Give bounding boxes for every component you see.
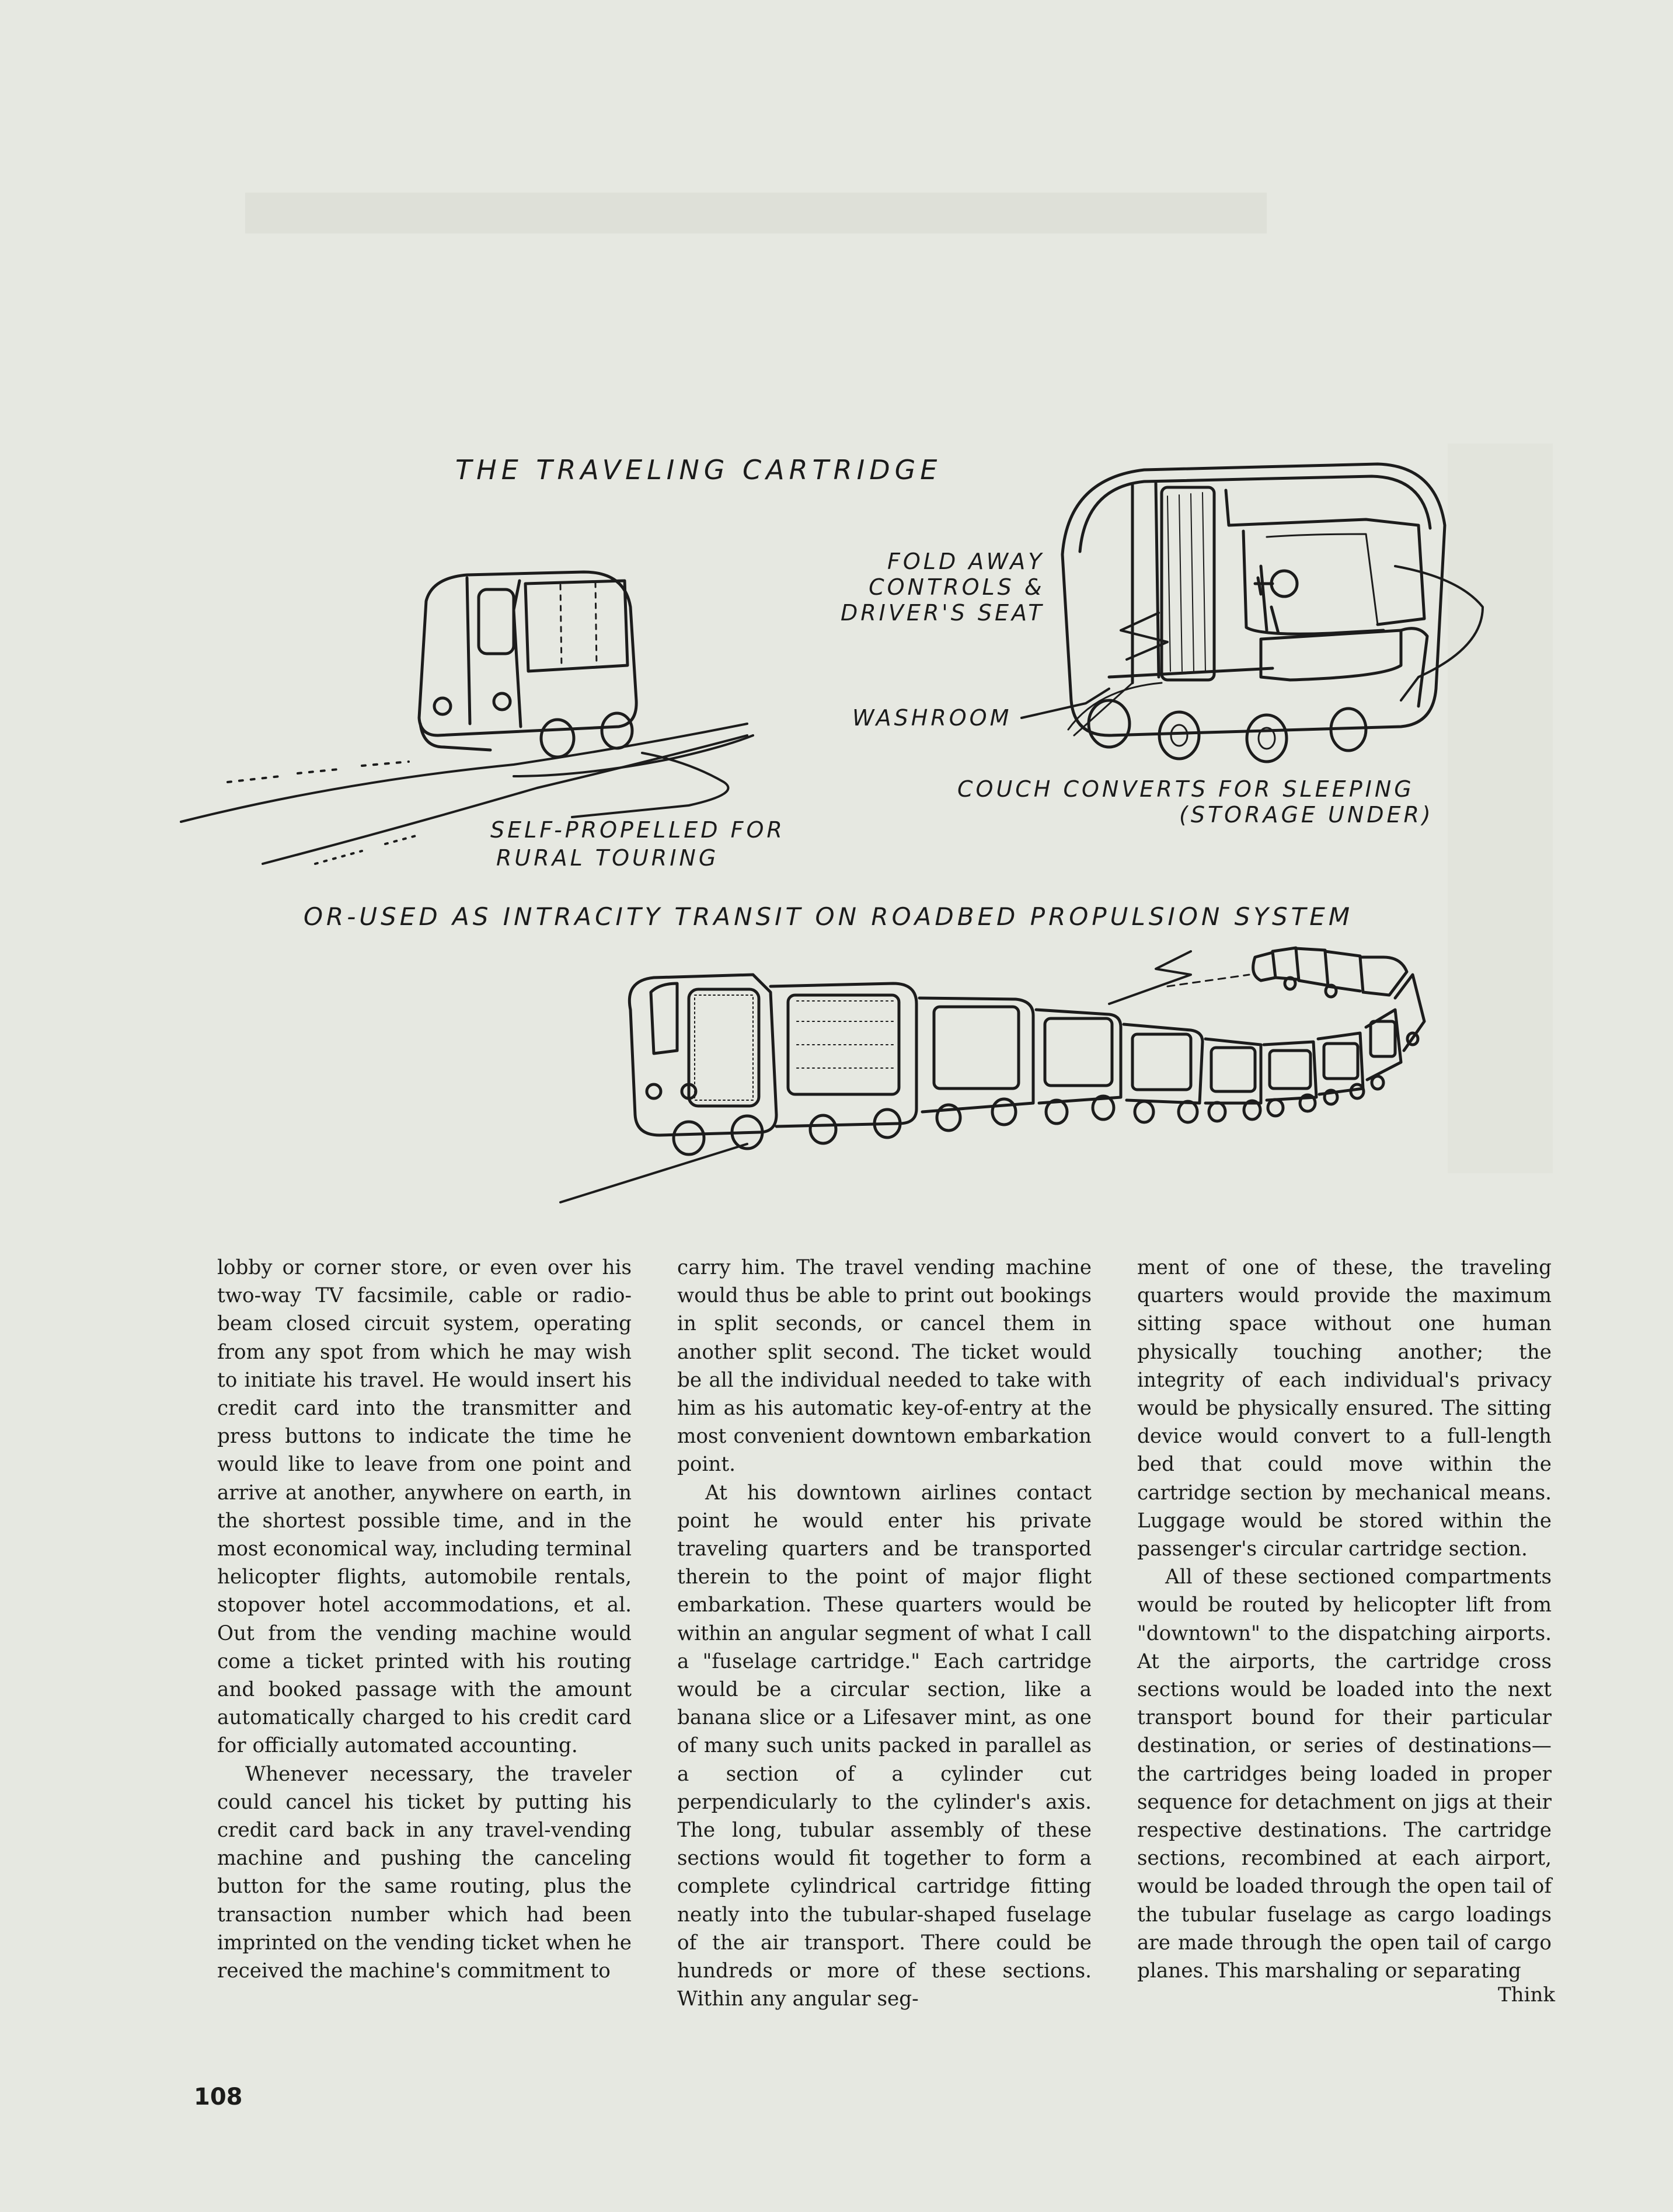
label-couch-line-1: COUCH CONVERTS FOR SLEEPING	[957, 776, 1414, 802]
page-number: 108	[194, 2084, 243, 2110]
label-self-propelled-line-2: RURAL TOURING	[496, 845, 719, 871]
label-washroom: WASHROOM	[852, 705, 1012, 731]
text-column-2: carry him. The travel vending machine wo…	[677, 1254, 1092, 2013]
illustration-title: THE TRAVELING CARTRIDGE	[455, 454, 942, 486]
text-column-3: ment of one of these, the traveling quar…	[1137, 1254, 1552, 1985]
traveling-cartridge-illustration: THE TRAVELING CARTRIDGE FOLD AWAY CONTRO…	[163, 432, 1535, 1237]
cartridge-train-drawing	[559, 946, 1426, 1203]
text-column-1: lobby or corner store, or even over his …	[217, 1254, 632, 1985]
label-intracity-transit: OR-USED AS INTRACITY TRANSIT ON ROADBED …	[304, 902, 1354, 931]
paragraph: lobby or corner store, or even over his …	[217, 1256, 632, 1758]
label-fold-away-line-3: DRIVER'S SEAT	[841, 600, 1045, 626]
label-self-propelled: SELF-PROPELLED FOR RURAL TOURING	[490, 816, 785, 872]
rural-road-drawing	[180, 723, 754, 865]
label-fold-away-line-1: FOLD AWAY	[887, 549, 1045, 574]
rural-vehicle-drawing	[417, 570, 638, 759]
label-fold-away-line-2: CONTROLS &	[869, 574, 1045, 600]
label-couch-converts: COUCH CONVERTS FOR SLEEPING (STORAGE UND…	[957, 776, 1434, 828]
label-couch-line-2: (STORAGE UNDER)	[1179, 802, 1434, 828]
continued-on-next-page: Think	[1498, 1983, 1555, 2007]
label-self-propelled-line-1: SELF-PROPELLED FOR	[490, 817, 785, 843]
bleed-through-column	[1448, 444, 1553, 1173]
cartridge-drawing	[180, 462, 1484, 1203]
paragraph: ment of one of these, the traveling quar…	[1137, 1256, 1552, 1561]
paragraph: carry him. The travel vending machine wo…	[677, 1256, 1092, 1477]
paragraph: Whenever necessary, the traveler could c…	[217, 1762, 632, 1983]
article-body: lobby or corner store, or even over his …	[217, 1254, 1566, 2011]
bleed-through-heading	[245, 193, 1267, 233]
cutaway-cartridge-drawing	[1020, 462, 1484, 763]
paragraph: At his downtown airlines contact point h…	[677, 1481, 1092, 2011]
paragraph: All of these sectioned compartments woul…	[1137, 1565, 1552, 1983]
label-fold-away-controls: FOLD AWAY CONTROLS & DRIVER'S SEAT	[841, 549, 1045, 626]
